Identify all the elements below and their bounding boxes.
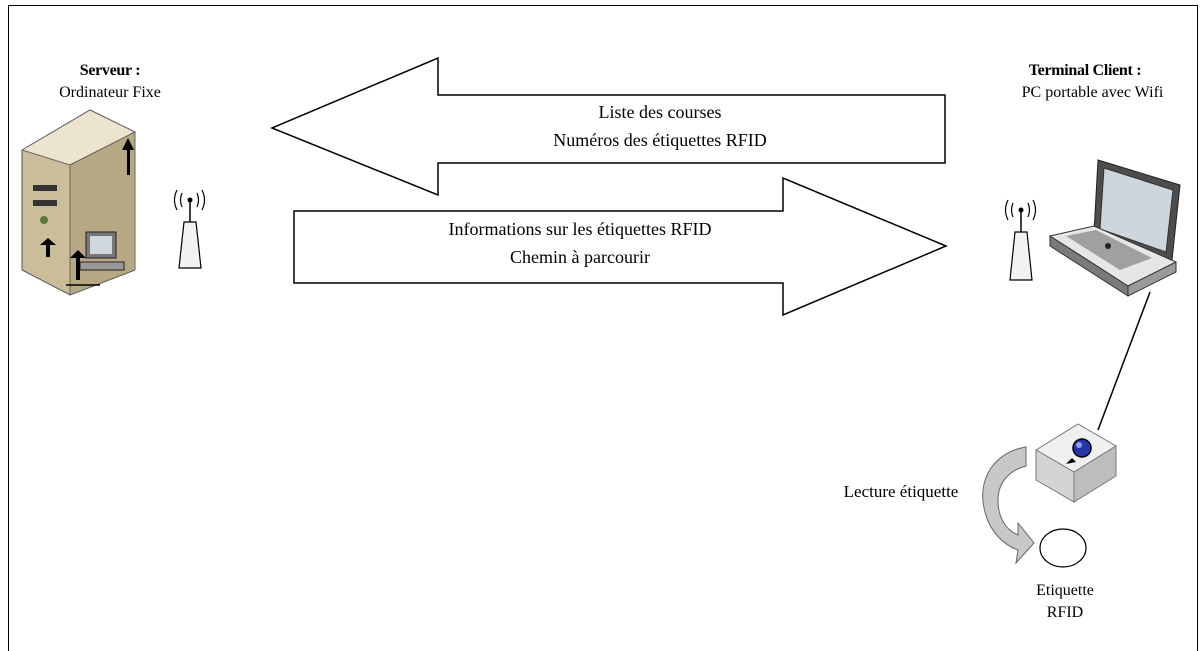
server-tower-icon [20, 109, 137, 296]
tag-label-1: Etiquette [1036, 582, 1094, 599]
reader-cable [1097, 291, 1151, 431]
laptop-icon [1048, 159, 1181, 297]
reader-label: Lecture étiquette [843, 482, 959, 501]
arrow-to-client-label-2: Chemin à parcourir [510, 247, 650, 267]
diagram-frame [8, 5, 1198, 651]
curved-arrow-icon [982, 446, 1035, 565]
arrow-to-server [270, 56, 946, 197]
server-antenna-icon [173, 189, 206, 269]
rfid-tag-icon [1039, 528, 1087, 568]
arrow-to-server-label-2: Numéros des étiquettes RFID [553, 130, 767, 150]
server-subtitle: Ordinateur Fixe [59, 84, 161, 101]
arrow-to-client [293, 176, 948, 317]
client-subtitle: PC portable avec Wifi [1021, 84, 1164, 101]
server-title: Serveur : [79, 62, 141, 79]
client-antenna-icon [1004, 199, 1037, 281]
arrow-to-server-label-1: Liste des courses [598, 102, 722, 122]
client-title: Terminal Client : [1028, 62, 1142, 79]
arrow-to-client-label-1: Informations sur les étiquettes RFID [448, 219, 712, 239]
tag-label-2: RFID [1046, 604, 1084, 621]
rfid-reader-icon [1035, 423, 1117, 503]
